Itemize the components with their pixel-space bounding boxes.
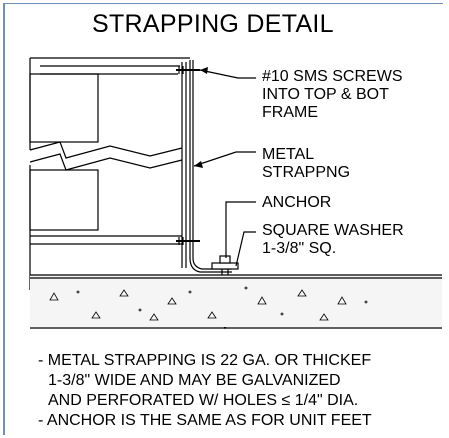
- note-line: 1-3/8" WIDE AND MAY BE GALVANIZED: [48, 372, 341, 389]
- note-line: - ANCHOR IS THE SAME AS FOR UNIT FEET: [38, 412, 372, 429]
- break-line-lower: [29, 153, 183, 171]
- note-line: - METAL STRAPPING IS 22 GA. OR THICKEF: [38, 352, 372, 369]
- note-strapping: - METAL STRAPPING IS 22 GA. OR THICKEF 1…: [38, 351, 372, 411]
- page-title: STRAPPING DETAIL: [92, 10, 334, 38]
- callout-screws: #10 SMS SCREWS INTO TOP & BOT FRAME: [262, 68, 402, 122]
- note-anchor: - ANCHOR IS THE SAME AS FOR UNIT FEET: [38, 411, 372, 431]
- callout-washer: SQUARE WASHER 1-3/8" SQ.: [262, 222, 404, 258]
- callout-screws-line: FRAME: [262, 104, 318, 121]
- arrow-screws: [200, 67, 208, 74]
- arrow-strapping: [194, 161, 203, 168]
- callout-strapping-line: METAL: [262, 146, 315, 163]
- leader-screws: [199, 69, 256, 79]
- square-washer: [211, 262, 239, 270]
- callout-strapping-line: STRAPPNG: [262, 164, 351, 181]
- top-screw: [176, 66, 200, 74]
- callout-anchor: ANCHOR: [262, 194, 332, 211]
- upper-frame-panel: [29, 73, 99, 143]
- anchor-head: [219, 255, 231, 264]
- concrete-slab: [30, 275, 442, 327]
- drawing-frame: [3, 3, 443, 435]
- aggregate-marks: [49, 286, 368, 321]
- leader-strapping: [193, 151, 256, 167]
- lower-frame-panel: [29, 169, 99, 231]
- bottom-screw: [176, 237, 200, 245]
- notes-block: - METAL STRAPPING IS 22 GA. OR THICKEF 1…: [38, 351, 372, 431]
- leader-anchor: [225, 201, 256, 258]
- break-line-upper: [29, 141, 183, 159]
- callout-strapping: METAL STRAPPNG: [262, 146, 350, 182]
- callout-screws-line: INTO TOP & BOT: [262, 86, 389, 103]
- callout-washer-line: SQUARE WASHER: [262, 222, 404, 239]
- leader-washer: [235, 231, 256, 267]
- note-line: AND PERFORATED W/ HOLES ≤ 1/4" DIA.: [48, 392, 359, 409]
- callout-screws-line: #10 SMS SCREWS: [262, 68, 403, 85]
- metal-strapping-inner: [192, 60, 232, 270]
- metal-strapping: [189, 60, 232, 273]
- callout-washer-line: 1-3/8" SQ.: [262, 240, 337, 257]
